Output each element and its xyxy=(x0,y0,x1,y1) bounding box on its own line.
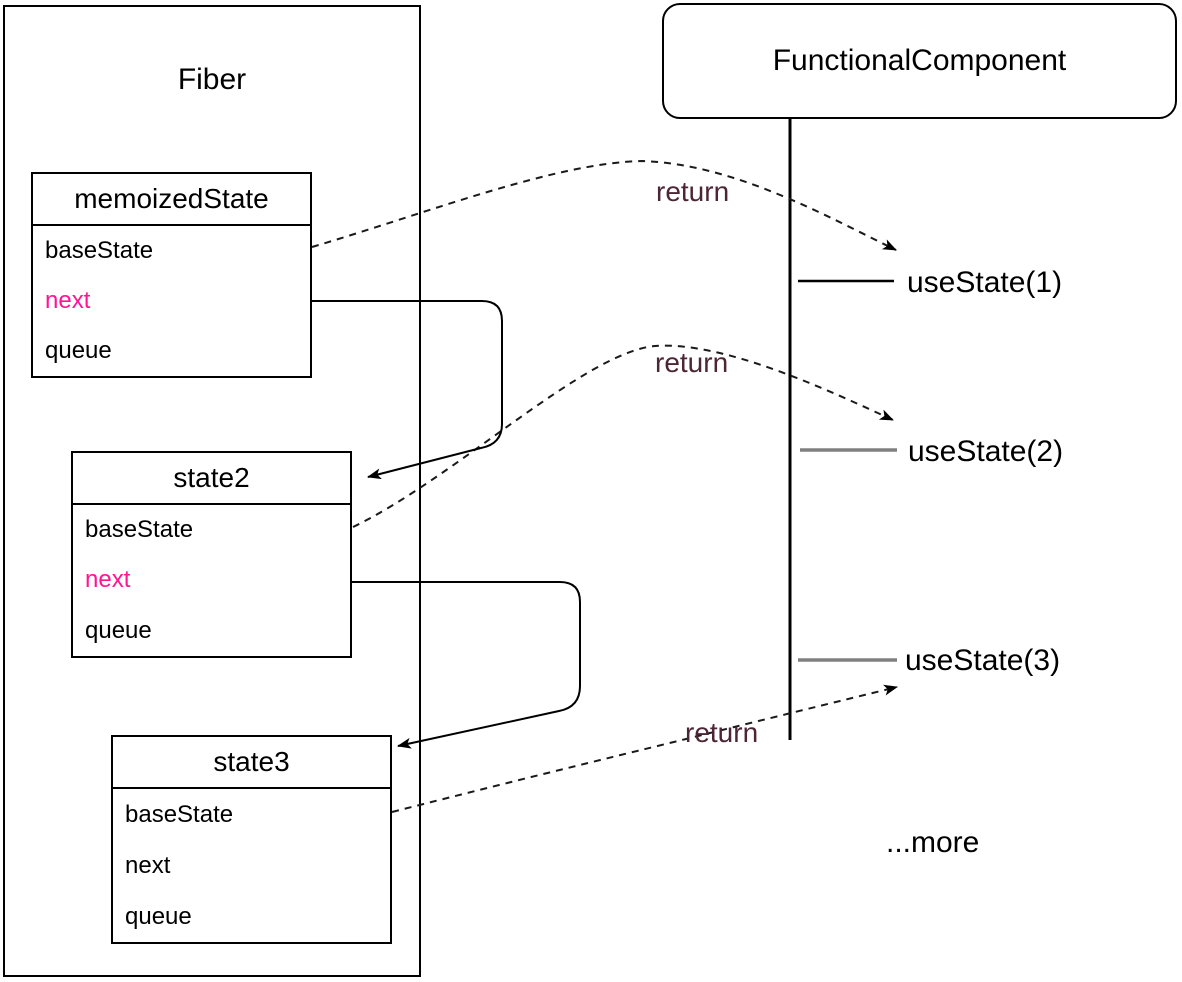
field-queue: queue xyxy=(45,337,112,364)
field-next: next xyxy=(125,851,171,879)
node-state2-fields: baseState next queue xyxy=(73,505,350,656)
field-queue: queue xyxy=(85,616,152,644)
field-queue: queue xyxy=(125,902,192,930)
node-memoized-state-title: memoizedState xyxy=(33,174,310,226)
field-next: next xyxy=(85,566,131,594)
field-basestate: baseState xyxy=(85,516,194,544)
return-arrow-state3-to-usestate3 xyxy=(391,684,898,813)
return-label-1: return xyxy=(656,176,730,207)
node-state3: state3 baseState next queue xyxy=(111,735,392,944)
call-usestate-1: useState(1) xyxy=(907,266,1063,299)
call-usestate-3: useState(3) xyxy=(905,644,1061,677)
call-usestate-2: useState(2) xyxy=(908,435,1064,468)
node-state3-fields: baseState next queue xyxy=(113,789,390,942)
field-next: next xyxy=(45,287,91,314)
node-state2: state2 baseState next queue xyxy=(71,451,352,658)
functional-component-box: FunctionalComponent xyxy=(662,3,1177,119)
functional-component-title: FunctionalComponent xyxy=(772,44,1067,77)
node-state3-title: state3 xyxy=(113,737,390,789)
node-memoized-state: memoizedState baseState next queue xyxy=(31,172,312,378)
field-basestate: baseState xyxy=(45,237,154,264)
fiber-title: Fiber xyxy=(177,63,247,96)
node-state2-title: state2 xyxy=(73,453,350,505)
return-label-2: return xyxy=(655,347,729,378)
return-label-3: return xyxy=(685,717,759,748)
return-arrow-state2-to-usestate2 xyxy=(352,344,894,528)
more-label: ...more xyxy=(886,826,980,859)
field-basestate: baseState xyxy=(125,800,234,828)
node-memoized-state-fields: baseState next queue xyxy=(33,226,310,376)
